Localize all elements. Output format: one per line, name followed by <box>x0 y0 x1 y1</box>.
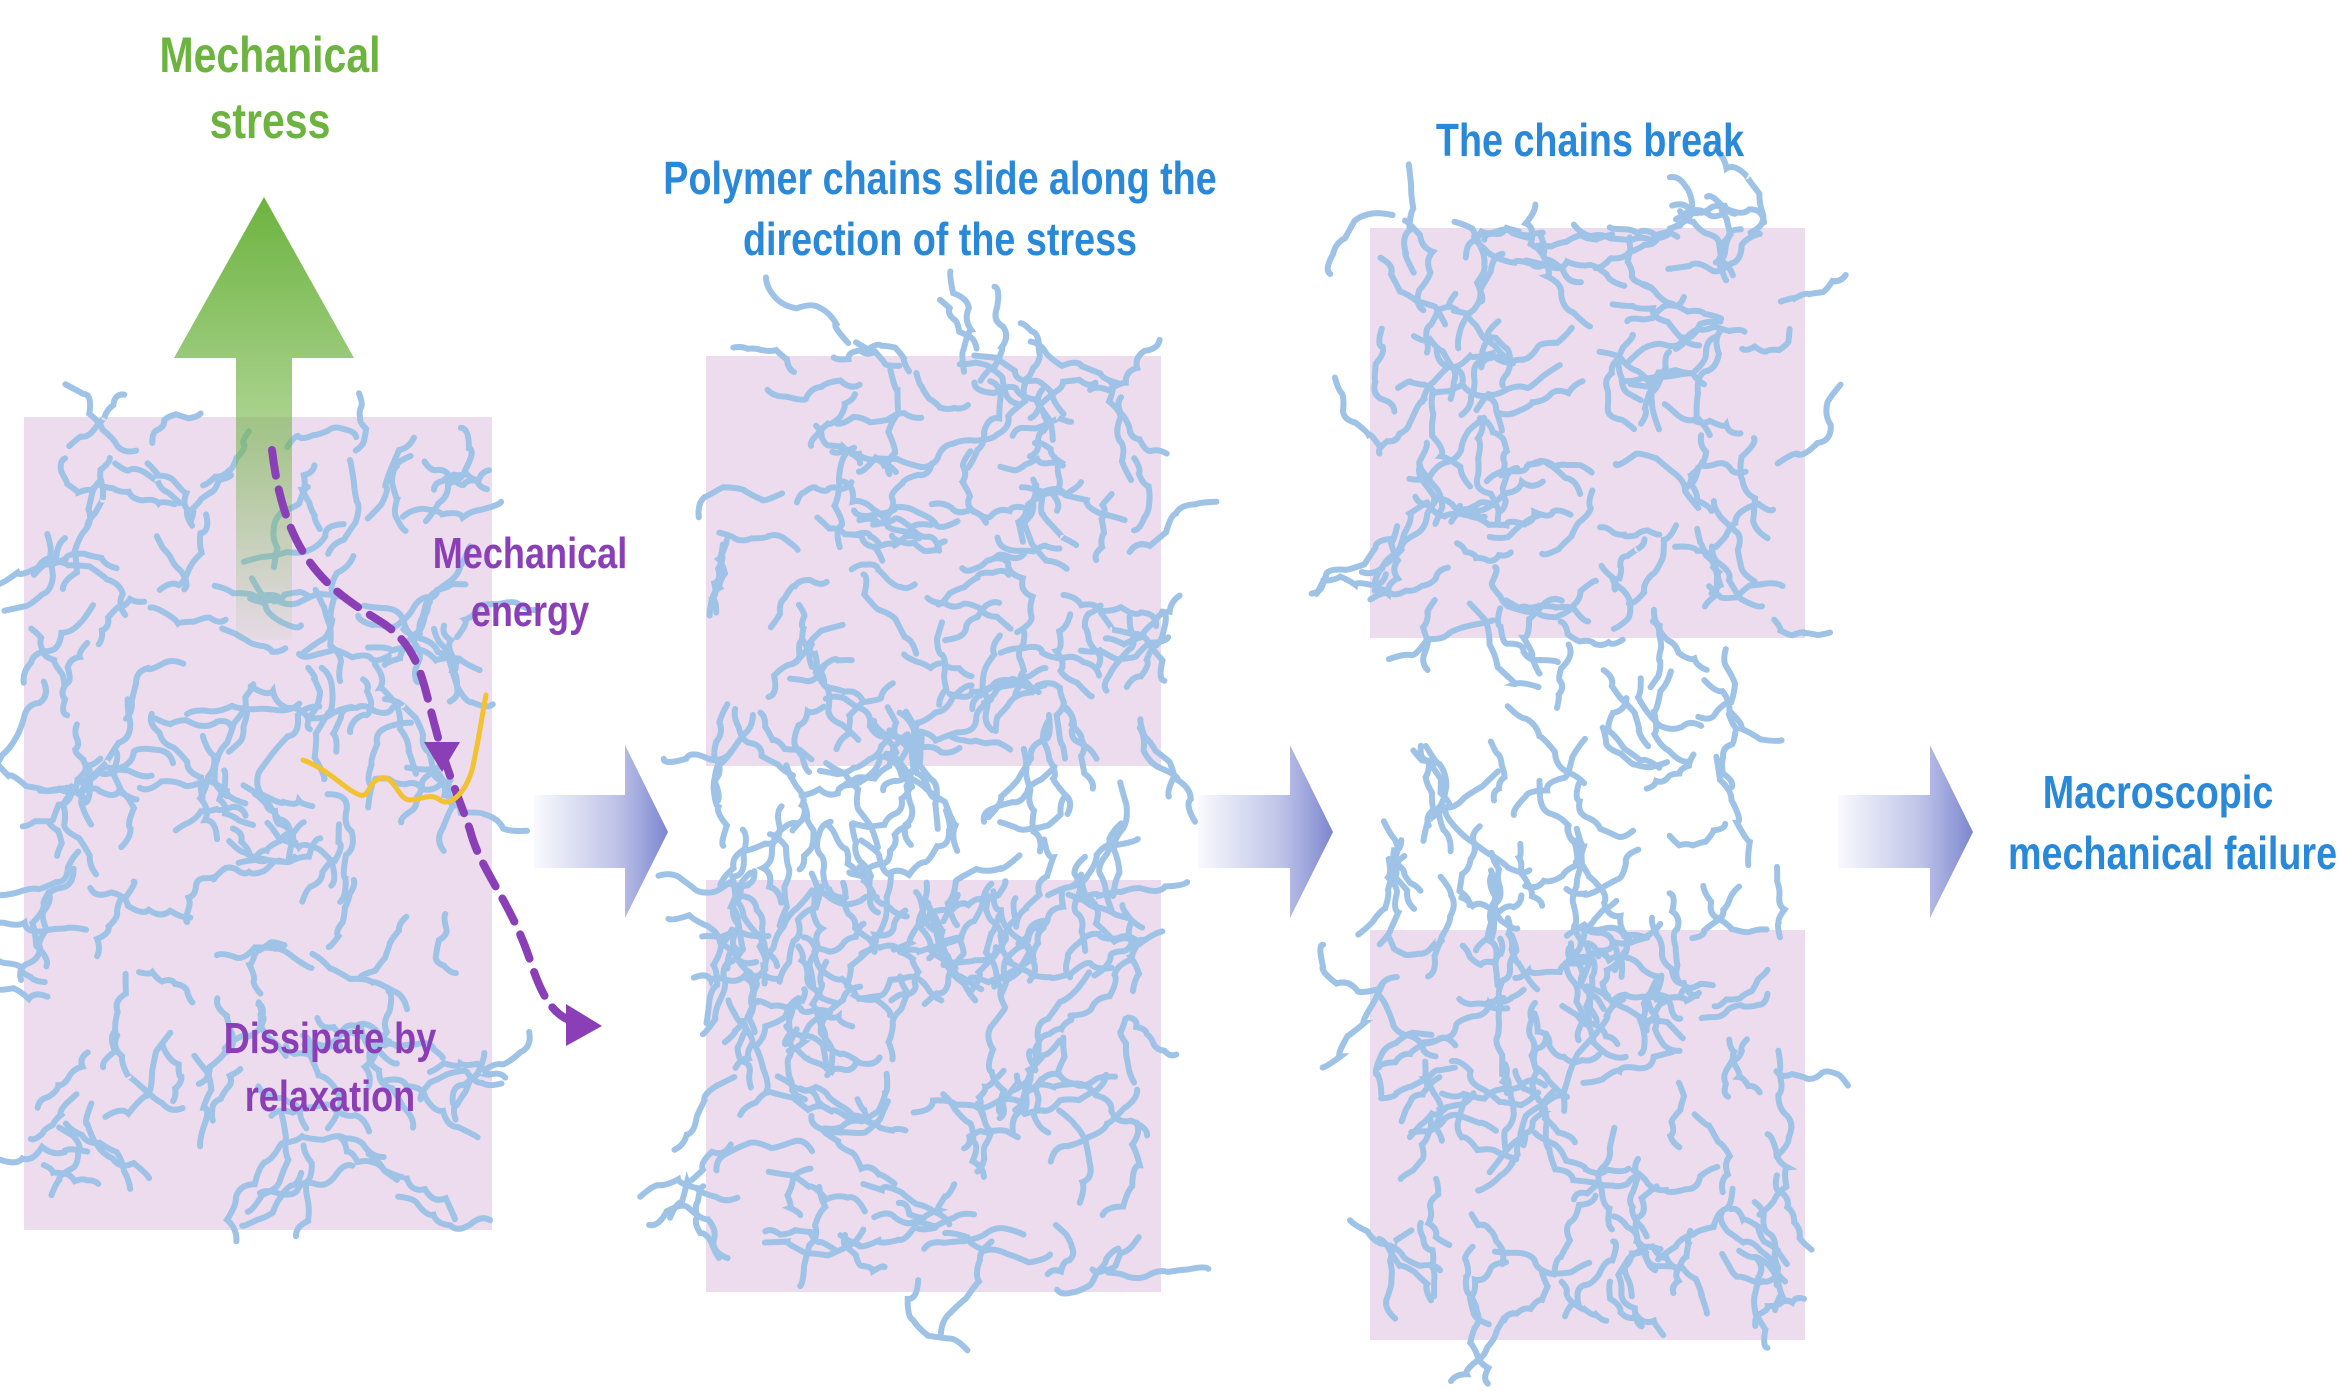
right-arrow-icon <box>1838 745 1973 918</box>
polymer-chain <box>1508 706 1584 783</box>
failure-label: Macroscopic mechanical failure <box>2008 762 2308 883</box>
polymer-chain <box>1777 867 1785 937</box>
stress-label-line-2: stress <box>131 88 410 154</box>
energy-label-line-1: Mechanical <box>419 525 640 583</box>
polymer-chain <box>1654 671 1688 761</box>
polymer-chain <box>1445 811 1529 873</box>
energy-arrowhead-end <box>566 1004 602 1046</box>
right-arrow-icon <box>1198 745 1333 918</box>
dissipate-label-line-1: Dissipate by <box>207 1010 453 1068</box>
break-label: The chains break <box>1418 110 1762 171</box>
polymer-chain <box>1716 757 1749 866</box>
polymer-chain <box>766 277 848 343</box>
slide-label-line-1: Polymer chains slide along the <box>645 148 1235 209</box>
dissipate-label-line-2: relaxation <box>207 1068 453 1126</box>
failure-label-line-2: mechanical failure <box>2008 823 2308 884</box>
energy-label-line-2: energy <box>419 583 640 641</box>
polymer-chain <box>1638 678 1701 729</box>
stress-label: Mechanical stress <box>131 22 410 154</box>
dissipate-label: Dissipate by relaxation <box>207 1010 453 1126</box>
polymer-chain <box>1577 784 1633 837</box>
stress-label-line-1: Mechanical <box>131 22 410 88</box>
polymer-chain <box>1670 824 1726 846</box>
polymer-chain <box>1113 782 1127 896</box>
slide-label-line-2: direction of the stress <box>645 209 1235 270</box>
polymer-chain <box>1557 645 1571 708</box>
polymer-chain <box>1722 714 1736 787</box>
break-label-line-1: The chains break <box>1418 110 1762 171</box>
failure-label-line-1: Macroscopic <box>2008 762 2308 823</box>
energy-label: Mechanical energy <box>419 525 640 641</box>
right-arrow-icon <box>534 745 668 918</box>
polymer-block-upper-sliding <box>706 356 1161 766</box>
slide-label: Polymer chains slide along the direction… <box>645 148 1235 269</box>
